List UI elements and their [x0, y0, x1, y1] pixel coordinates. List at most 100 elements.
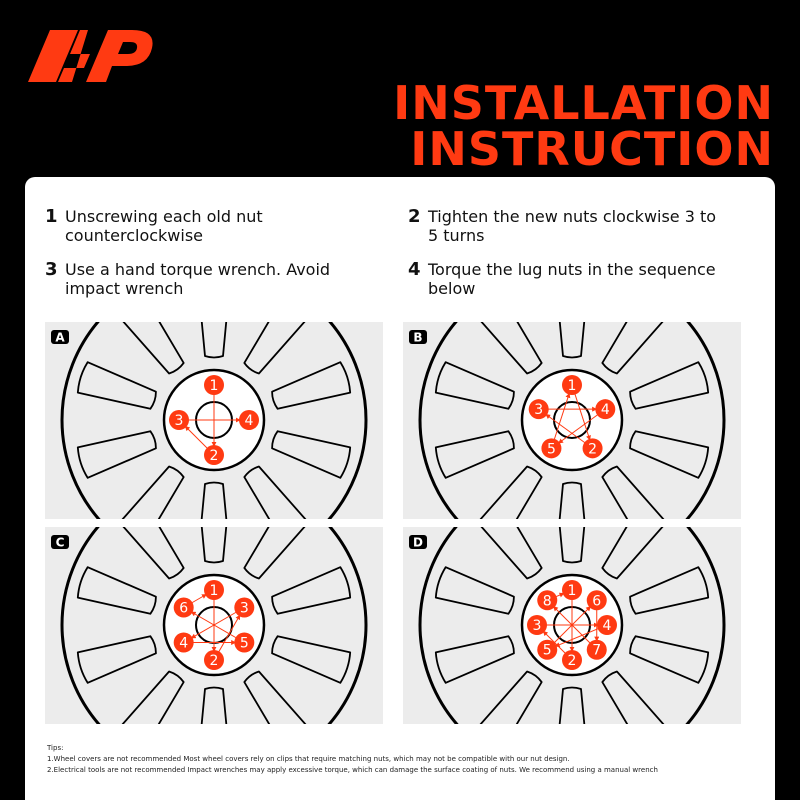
lug-nut: 3 [528, 399, 549, 420]
step-2: 2 Tighten the new nuts clockwise 3 to 5 … [408, 207, 728, 245]
wheel-spoke [243, 527, 309, 580]
wheel-spoke [197, 686, 231, 724]
svg-text:B: B [413, 331, 422, 345]
wheel-diagram: 1 4 2 5 3 B [409, 322, 726, 519]
wheel-diagram: 1 4 2 3 A [51, 322, 368, 519]
lug-nut-number: 4 [179, 636, 188, 652]
wheel-spoke [119, 670, 185, 724]
wheel-spoke [271, 566, 352, 615]
wheel-spoke [76, 430, 157, 479]
lug-nut-number: 2 [568, 653, 577, 669]
tip-item: 2.Electrical tools are not recommended I… [47, 766, 658, 774]
lug-nut-number: 5 [547, 441, 556, 457]
wheel-spoke [271, 635, 352, 684]
step-text: Tighten the new nuts clockwise 3 to 5 tu… [428, 207, 717, 245]
wheel-spoke [76, 566, 157, 615]
sequence-arrow [574, 393, 591, 441]
lug-nut-number: 1 [210, 583, 219, 599]
wheel-rim [418, 527, 726, 724]
wheel-spoke [434, 635, 515, 684]
lug-nut-number: 1 [568, 583, 577, 599]
wheel-spoke [555, 686, 589, 724]
title-line-1: INSTALLATION [393, 76, 774, 130]
lug-nut-number: 6 [179, 601, 188, 617]
diagram-label: D [409, 535, 427, 550]
wheel-spoke [271, 361, 352, 410]
wheel-spoke [555, 481, 589, 519]
wheel-spoke [555, 322, 589, 359]
title-line-2: INSTRUCTION [410, 122, 774, 176]
wheel-spoke [119, 322, 185, 375]
lug-nut: 8 [537, 590, 558, 611]
sequence-arrow [545, 413, 586, 444]
wheel-spoke [477, 670, 543, 724]
wheel-spoke [629, 566, 710, 615]
wheel-spoke [243, 465, 309, 519]
wheel-spoke [76, 361, 157, 410]
lug-nut-number: 1 [568, 378, 577, 394]
lug-nut-number: 1 [210, 378, 219, 394]
lug-nut-number: 4 [245, 413, 254, 429]
sequence-arrow [184, 425, 208, 449]
wheel-spoke [243, 322, 309, 375]
tip-item: 1.Wheel covers are not recommended Most … [47, 755, 570, 763]
lug-nut-number: 7 [592, 643, 601, 659]
wheel-spoke [477, 527, 543, 580]
wheel-spoke [197, 481, 231, 519]
step-number: 3 [45, 259, 58, 280]
wheel-rim [60, 527, 368, 724]
lug-nut: 5 [234, 632, 255, 653]
lug-nut: 1 [562, 580, 582, 600]
tips: Tips: 1.Wheel covers are not recommended… [47, 743, 767, 776]
lug-nut: 1 [204, 580, 224, 600]
step-1: 1 Unscrewing each old nut counterclockwi… [45, 207, 365, 245]
brand-logo-icon [28, 30, 153, 82]
sequence-arrow [553, 392, 571, 440]
wheel-spoke [243, 670, 309, 724]
wheel-spoke [601, 527, 667, 580]
svg-text:D: D [413, 536, 423, 550]
lug-nut: 2 [562, 650, 582, 670]
lug-nut-number: 3 [175, 413, 184, 429]
lug-nut-number: 2 [588, 441, 597, 457]
wheel-spoke [197, 527, 231, 564]
step-number: 2 [408, 206, 421, 227]
wheel-spoke [271, 430, 352, 479]
diagram-label: B [409, 330, 427, 345]
lug-nut: 1 [204, 375, 224, 395]
lug-nut-number: 3 [534, 402, 543, 418]
wheel-spoke [629, 635, 710, 684]
lug-nut-number: 4 [601, 402, 610, 418]
lug-nut: 4 [597, 615, 617, 635]
sequence-arrow [191, 594, 207, 604]
wheel-spoke [76, 635, 157, 684]
sequence-arrow [555, 592, 565, 598]
wheel-spoke [629, 361, 710, 410]
lug-nut-number: 5 [543, 643, 552, 659]
step-number: 1 [45, 206, 58, 227]
svg-text:A: A [55, 331, 65, 345]
diagram-panel-b: 1 4 2 5 3 B [403, 322, 741, 519]
lug-nut: 3 [169, 410, 189, 430]
step-text: Unscrewing each old nut counterclockwise [65, 207, 263, 245]
lug-nut-number: 3 [240, 601, 249, 617]
step-3: 3 Use a hand torque wrench. Avoid impact… [45, 260, 365, 298]
diagram-panel-a: 1 4 2 3 A [45, 322, 383, 519]
lug-nut-number: 8 [543, 593, 552, 609]
wheel-rim [60, 322, 368, 519]
step-text: Torque the lug nuts in the sequence belo… [428, 260, 716, 298]
sequence-arrow [190, 611, 237, 639]
lug-nut-number: 6 [592, 593, 601, 609]
instruction-card: 1 Unscrewing each old nut counterclockwi… [25, 177, 775, 800]
wheel-spoke [477, 465, 543, 519]
sequence-arrow [558, 414, 599, 444]
lug-nut: 3 [527, 615, 547, 635]
step-text: Use a hand torque wrench. Avoid impact w… [65, 260, 331, 298]
wheel-spoke [119, 527, 185, 580]
wheel-spoke [434, 430, 515, 479]
lug-nut: 2 [204, 445, 224, 465]
lug-nut-number: 5 [240, 636, 249, 652]
